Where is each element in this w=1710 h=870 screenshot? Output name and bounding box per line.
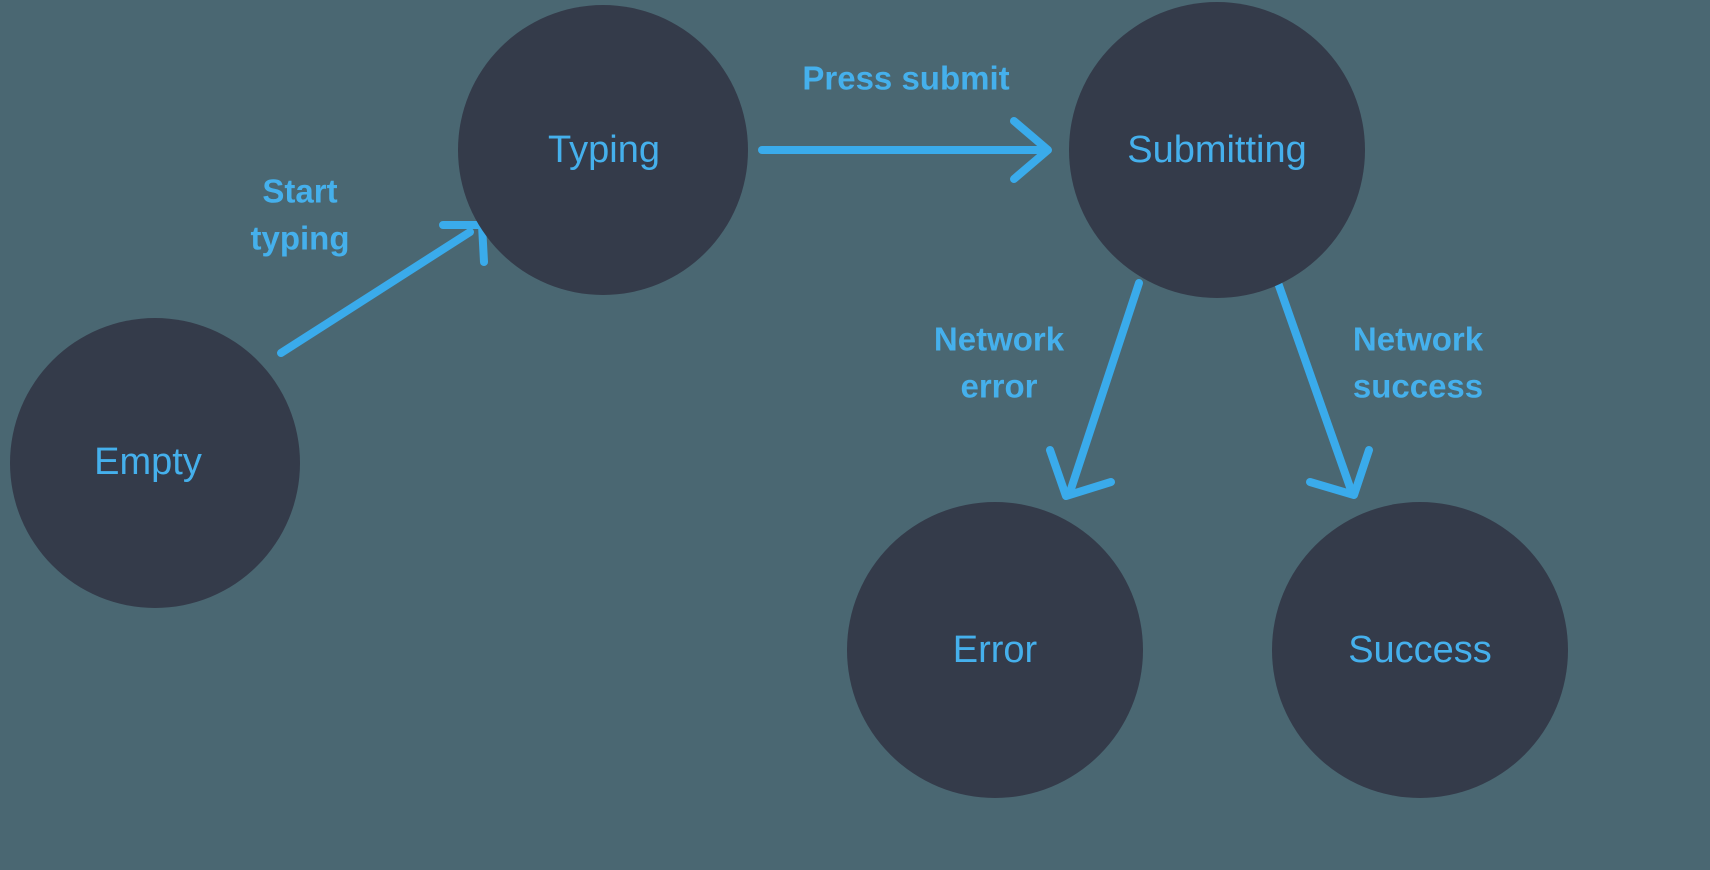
node-empty-label: Empty: [94, 441, 202, 483]
node-submitting-circle[interactable]: [1069, 2, 1365, 298]
edge-submitting-to-success: [1273, 276, 1373, 499]
node-success-circle[interactable]: [1272, 502, 1568, 798]
edge-submitting-to-error-line: [1066, 279, 1143, 496]
edge-submitting-to-success-arrowhead: [1306, 446, 1373, 499]
edge-label-start-typing-line1: Start: [262, 173, 337, 210]
edge-empty-to-typing-line: [277, 228, 474, 357]
node-success[interactable]: Success: [1272, 502, 1568, 798]
node-typing-label: Typing: [548, 129, 660, 171]
node-error-circle[interactable]: [847, 502, 1143, 798]
node-typing-circle[interactable]: [458, 5, 748, 295]
node-success-label: Success: [1348, 629, 1492, 671]
edge-submitting-to-error-arrowhead: [1046, 446, 1115, 500]
edge-submitting-to-success-line: [1273, 276, 1355, 494]
edge-label-start-typing: Start typing: [251, 173, 350, 257]
edge-label-start-typing-line2: typing: [251, 220, 350, 257]
edge-label-network-error-line2: error: [960, 368, 1037, 405]
edge-label-network-success: Network success: [1353, 321, 1484, 405]
edge-label-press-submit-line1: Press submit: [802, 60, 1009, 97]
node-typing[interactable]: Typing: [458, 5, 748, 295]
edge-submitting-to-error: [1046, 279, 1143, 500]
edge-typing-to-submitting: [758, 117, 1052, 183]
edge-label-network-success-line1: Network: [1353, 321, 1484, 358]
edge-label-network-error: Network error: [934, 321, 1065, 405]
node-empty-circle[interactable]: [10, 318, 300, 608]
node-submitting[interactable]: Submitting: [1069, 2, 1365, 298]
node-empty[interactable]: Empty: [10, 318, 300, 608]
edge-label-press-submit: Press submit: [802, 60, 1009, 97]
edge-typing-to-submitting-arrowhead: [1010, 117, 1052, 183]
node-submitting-label: Submitting: [1127, 129, 1307, 171]
edge-label-network-success-line2: success: [1353, 368, 1483, 405]
node-error-label: Error: [953, 629, 1038, 671]
edge-label-network-error-line1: Network: [934, 321, 1065, 358]
node-error[interactable]: Error: [847, 502, 1143, 798]
